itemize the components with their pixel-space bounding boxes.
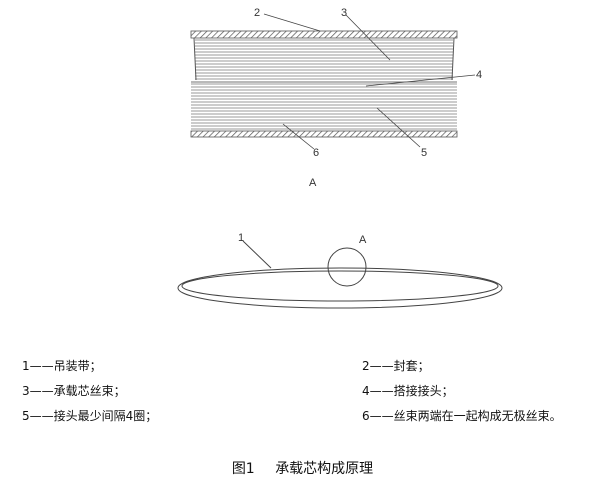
- detail-view-a: 2 3 4 5 6 A: [190, 7, 482, 189]
- legend-item: 4——搭接接头；: [362, 384, 454, 398]
- fiber-bundle: [191, 39, 457, 130]
- loop-inner: [181, 270, 499, 302]
- sling-loop-view: 1 A: [177, 232, 503, 309]
- loop-outer: [177, 267, 503, 309]
- label-3: 3: [341, 7, 347, 19]
- legend-item: 2——封套；: [362, 359, 430, 373]
- leader-2: [263, 13, 321, 32]
- legend-item: 5——接头最少间隔4圈；: [22, 409, 158, 423]
- detail-title-a: A: [309, 177, 317, 189]
- label-1: 1: [238, 232, 244, 244]
- circle-label-a: A: [359, 234, 367, 246]
- legend-item: 1——吊装带；: [22, 359, 102, 373]
- leader-6: [282, 123, 315, 150]
- leader-4: [365, 74, 476, 87]
- upper-bundle-right-edge: [451, 37, 455, 81]
- leader-1: [242, 240, 272, 269]
- caption-title: 承载芯构成原理: [275, 461, 374, 477]
- detail-circle-a: [327, 247, 367, 287]
- label-4: 4: [476, 69, 482, 81]
- legend-item: 3——承载芯丝束；: [22, 384, 126, 398]
- leader-3: [345, 14, 391, 61]
- legend-item: 6——丝束两端在一起构成无极丝束。: [362, 409, 562, 423]
- bottom-sheath: [190, 130, 458, 138]
- top-sheath: [190, 30, 458, 39]
- label-5: 5: [421, 147, 427, 159]
- label-6: 6: [313, 147, 319, 159]
- caption-number: 图1: [231, 461, 255, 477]
- figure-caption: 图1 承载芯构成原理: [0, 458, 605, 478]
- leader-5: [376, 107, 421, 148]
- upper-bundle-left-edge: [193, 37, 197, 81]
- label-2: 2: [254, 7, 260, 19]
